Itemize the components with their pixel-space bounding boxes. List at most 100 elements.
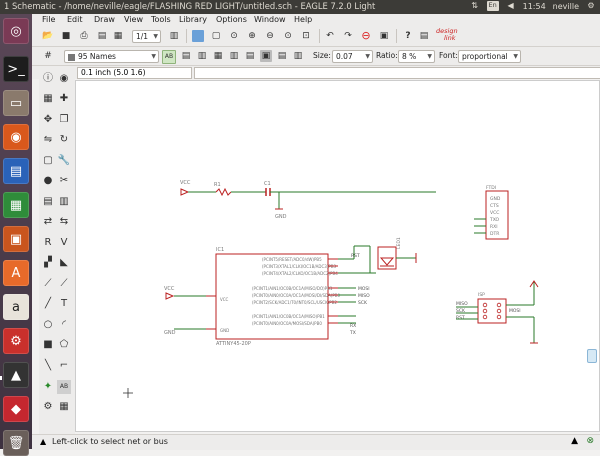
align-baseline-icon[interactable]: ▥ [292, 50, 304, 62]
arc-tool-icon[interactable]: ◜ [57, 318, 71, 332]
miter-tool-icon[interactable]: ◣ [57, 256, 71, 270]
menu-view[interactable]: View [124, 15, 143, 24]
align-top-icon[interactable]: ▤ [244, 50, 256, 62]
layer-select[interactable]: 95 Names▼ [64, 50, 159, 63]
replace-tool-icon[interactable]: ⇄ [41, 215, 55, 229]
go-command-icon[interactable]: ⊗ [586, 436, 594, 446]
trash-icon[interactable]: 🗑 [3, 430, 29, 456]
file-manager-icon[interactable]: ▭ [3, 90, 29, 116]
gateswap-tool-icon[interactable]: ⇆ [57, 215, 71, 229]
keyboard-layout-indicator[interactable]: En [487, 1, 499, 11]
menu-help[interactable]: Help [294, 15, 312, 24]
erc-tool-icon[interactable]: ▦ [57, 400, 71, 414]
group-tool-icon[interactable]: ▢ [41, 154, 55, 168]
amazon-icon[interactable]: a [3, 294, 29, 320]
zoom-redraw-icon[interactable]: ⊙ [282, 30, 294, 42]
grid-icon[interactable]: # [42, 50, 54, 62]
zoom-select-icon[interactable]: ⊡ [300, 30, 312, 42]
print-icon[interactable]: ⎙ [78, 30, 90, 42]
change-tool-icon[interactable]: 🔧 [57, 154, 71, 168]
go-icon[interactable]: ▣ [378, 30, 390, 42]
attribute-tool-icon[interactable]: ⚙ [41, 400, 55, 414]
text-orient-icon[interactable]: ▤ [180, 50, 192, 62]
open-icon[interactable]: 📂 [42, 30, 54, 42]
size-select[interactable]: 0.07▼ [332, 50, 373, 63]
impress-icon[interactable]: ▣ [3, 226, 29, 252]
cam-icon[interactable]: ▤ [96, 30, 108, 42]
mirror-tool-icon[interactable]: ⇋ [41, 133, 55, 147]
firefox-icon[interactable]: ◉ [3, 124, 29, 150]
power-gear-icon[interactable]: ⚙ [586, 1, 596, 11]
split-tool-icon[interactable]: ⟋ [41, 277, 55, 291]
text-tool-icon[interactable]: T [57, 297, 71, 311]
move-tool-icon[interactable]: ✥ [41, 113, 55, 127]
rotate-tool-icon[interactable]: ↻ [57, 133, 71, 147]
design-link-logo[interactable]: design link [436, 28, 466, 44]
add-tool-icon[interactable]: ▤ [41, 195, 55, 209]
redo-icon[interactable]: ↷ [342, 30, 354, 42]
terminal-icon[interactable]: >_ [3, 56, 29, 82]
sheet-select[interactable]: 1/1▼ [132, 30, 161, 43]
volume-icon[interactable]: ◀ [506, 1, 516, 11]
user-name[interactable]: neville [553, 2, 579, 11]
schematic-canvas[interactable]: VCC R1 C1 GND IC1 ATTINY45-20P (PCINT5/R… [75, 80, 600, 432]
copy-tool-icon[interactable]: ❐ [57, 113, 71, 127]
smash-tool-icon[interactable]: ▞ [41, 256, 55, 270]
paste-tool-icon[interactable]: ● [41, 174, 55, 188]
info-tool-icon[interactable]: ⓘ [41, 72, 55, 86]
stop-command-icon[interactable]: ▲ [571, 436, 578, 446]
help-icon[interactable]: ? [402, 30, 414, 42]
calc-icon[interactable]: ▦ [3, 192, 29, 218]
schematic-drawing[interactable]: VCC R1 C1 GND IC1 ATTINY45-20P (PCINT5/R… [76, 81, 600, 433]
net-tool-icon[interactable]: ⌐ [57, 359, 71, 373]
system-settings-icon[interactable]: ⚙ [3, 328, 29, 354]
bus-tool-icon[interactable]: ╲ [41, 359, 55, 373]
delete-tool-icon[interactable]: ✂ [57, 174, 71, 188]
font-select[interactable]: proportional▼ [458, 50, 521, 63]
stop-icon[interactable]: ⊖ [360, 30, 372, 42]
invoke-tool-icon[interactable]: ⟋ [57, 277, 71, 291]
align-middle-icon[interactable]: ▣ [260, 50, 272, 62]
mark-tool-icon[interactable]: ✚ [57, 92, 71, 106]
menu-library[interactable]: Library [179, 15, 207, 24]
name-tool-icon[interactable]: R [41, 236, 55, 250]
scroll-handle[interactable] [587, 349, 597, 363]
show-tool-icon[interactable]: ◉ [57, 72, 71, 86]
clock[interactable]: 11:54 [523, 2, 546, 11]
network-icon[interactable]: ⇅ [470, 1, 480, 11]
label-tool-icon[interactable]: AB [57, 380, 71, 394]
junction-tool-icon[interactable]: ✦ [41, 380, 55, 394]
use-library-icon[interactable]: ▥ [168, 30, 180, 42]
zoom-in-icon[interactable]: ⊕ [246, 30, 258, 42]
zoom-fit-icon[interactable]: ⊙ [228, 30, 240, 42]
command-input[interactable] [194, 67, 600, 79]
menu-tools[interactable]: Tools [151, 15, 171, 24]
circle-tool-icon[interactable]: ○ [41, 318, 55, 332]
value-tool-icon[interactable]: V [57, 236, 71, 250]
dash-home-icon[interactable]: ◎ [3, 18, 29, 44]
ratio-select[interactable]: 8 %▼ [398, 50, 435, 63]
display-tool-icon[interactable]: ▦ [41, 92, 55, 106]
eagle-running-icon[interactable]: ◆ [3, 396, 29, 422]
run-ulp-icon[interactable]: ▢ [210, 30, 222, 42]
smash-icon[interactable]: AB [162, 50, 176, 64]
eagle-icon[interactable]: ▲ [3, 362, 29, 388]
zoom-out-icon[interactable]: ⊖ [264, 30, 276, 42]
align-bottom-icon[interactable]: ▤ [276, 50, 288, 62]
menu-file[interactable]: File [42, 15, 55, 24]
align-left-icon[interactable]: ▥ [196, 50, 208, 62]
board-icon[interactable]: ▦ [112, 30, 124, 42]
save-icon[interactable]: ■ [60, 30, 72, 42]
undo-icon[interactable]: ↶ [324, 30, 336, 42]
align-center-icon[interactable]: ▦ [212, 50, 224, 62]
writer-icon[interactable]: ▤ [3, 158, 29, 184]
wire-tool-icon[interactable]: ╱ [41, 297, 55, 311]
info-icon[interactable]: ▤ [418, 30, 430, 42]
menu-draw[interactable]: Draw [94, 15, 115, 24]
menu-edit[interactable]: Edit [67, 15, 83, 24]
menu-options[interactable]: Options [216, 15, 247, 24]
script-icon[interactable] [192, 30, 204, 42]
align-right-icon[interactable]: ▥ [228, 50, 240, 62]
rect-tool-icon[interactable]: ■ [41, 338, 55, 352]
menu-window[interactable]: Window [254, 15, 286, 24]
